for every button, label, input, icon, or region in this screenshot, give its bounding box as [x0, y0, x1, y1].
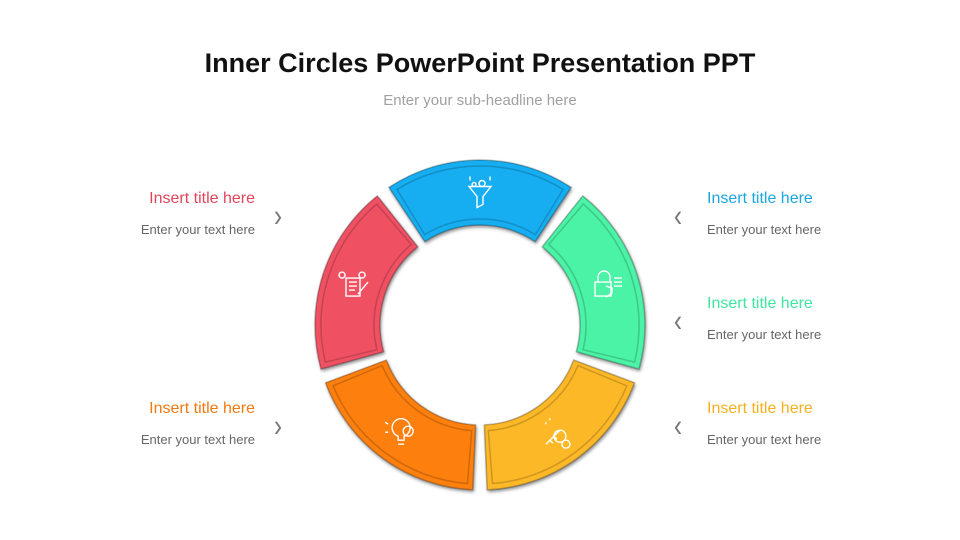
segment-security: [541, 194, 646, 371]
item-title: Insert title here: [149, 400, 255, 417]
chevron-left-icon: ‹: [674, 303, 682, 339]
document-icon: [338, 271, 369, 297]
item-text: Enter your text here: [140, 222, 255, 237]
chevron-right-icon: ›: [274, 408, 282, 444]
chevron-left-icon: ‹: [674, 198, 682, 234]
item-title: Insert title here: [149, 190, 255, 207]
item-red: Insert title here Enter your text here: [55, 190, 255, 237]
item-orange: Insert title here Enter your text here: [55, 400, 255, 447]
item-title: Insert title here: [707, 295, 813, 312]
idea-icon: [384, 418, 414, 445]
item-title: Insert title here: [707, 190, 813, 207]
key-icon: [545, 418, 571, 449]
segment-funnel: [387, 159, 573, 243]
security-icon: [594, 270, 623, 298]
chevron-right-icon: ›: [274, 198, 282, 234]
item-text: Enter your text here: [707, 327, 822, 342]
page-title: Inner Circles PowerPoint Presentation PP…: [204, 48, 756, 78]
chevron-left-icon: ‹: [674, 408, 682, 444]
item-title: Insert title here: [707, 400, 813, 417]
item-text: Enter your text here: [707, 222, 822, 237]
segment-idea: [324, 359, 477, 491]
page-subtitle: Enter your sub-headline here: [383, 92, 577, 109]
segment-document: [314, 194, 419, 371]
segment-key: [483, 359, 636, 491]
item-text: Enter your text here: [707, 432, 822, 447]
item-green: Insert title here Enter your text here: [707, 295, 907, 342]
funnel-icon: [467, 176, 493, 209]
item-text: Enter your text here: [140, 432, 255, 447]
item-blue: Insert title here Enter your text here: [707, 190, 907, 237]
item-yellow: Insert title here Enter your text here: [707, 400, 907, 447]
